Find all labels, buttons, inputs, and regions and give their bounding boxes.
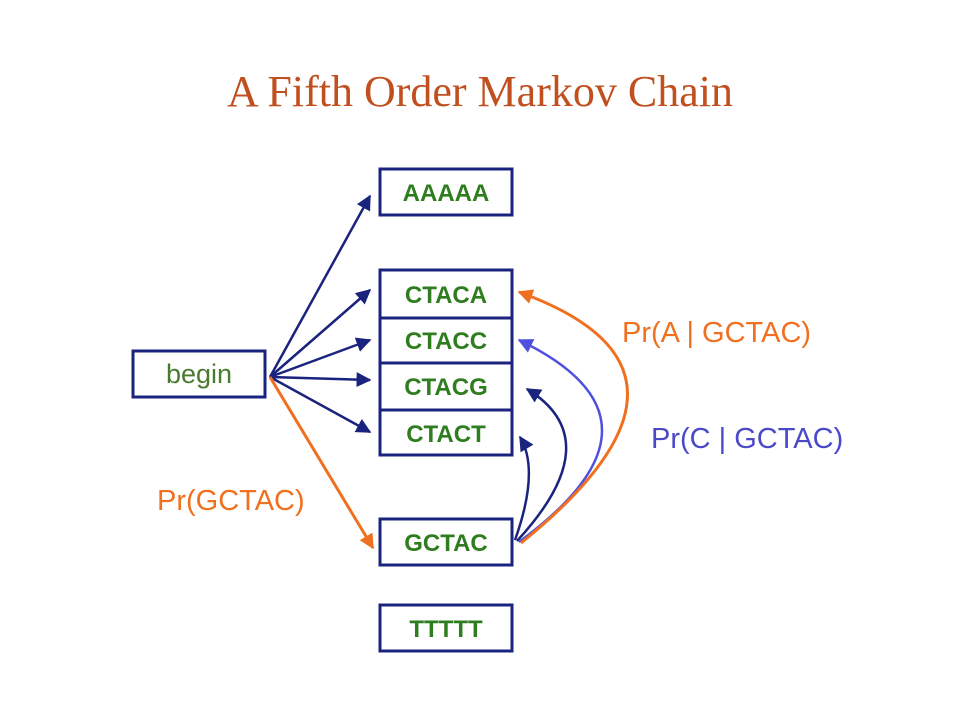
slide-title: A Fifth Order Markov Chain bbox=[227, 67, 733, 116]
arrow-begin-to-aaaaa bbox=[268, 194, 372, 378]
state-aaaaa-label: AAAAA bbox=[403, 180, 490, 207]
label-pr-c-given-gctac: Pr(C | GCTAC) bbox=[651, 423, 843, 455]
begin-arrows bbox=[268, 194, 372, 434]
arrow-gctac-to-ctaca bbox=[517, 289, 629, 545]
arrow-begin-to-ctacc bbox=[269, 337, 372, 379]
state-ttttt-label: TTTTT bbox=[409, 616, 483, 643]
arrow-begin-to-ctacg bbox=[269, 372, 372, 388]
state-ctacg-label: CTACG bbox=[404, 374, 488, 401]
arrow-begin-to-ctact bbox=[269, 375, 372, 434]
state-begin-label: begin bbox=[166, 359, 232, 389]
state-ctacc-label: CTACC bbox=[405, 328, 487, 355]
label-pr-gctac: Pr(GCTAC) bbox=[157, 485, 305, 517]
state-aaaaa: AAAAA bbox=[378, 167, 514, 217]
state-gctac: GCTAC bbox=[378, 517, 514, 567]
state-ctact-label: CTACT bbox=[406, 421, 486, 448]
state-ttttt: TTTTT bbox=[378, 603, 514, 653]
arrow-gctac-to-ctact bbox=[513, 435, 534, 541]
state-ctaca-label: CTACA bbox=[405, 282, 487, 309]
arrow-begin-to-gctac bbox=[268, 376, 375, 550]
arrow-begin-to-ctaca bbox=[269, 289, 372, 378]
arrow-gctac-to-ctacg bbox=[516, 387, 568, 542]
state-gctac-label: GCTAC bbox=[404, 530, 488, 557]
state-stack: CTACA CTACC CTACG CTACT bbox=[378, 268, 514, 457]
label-pr-a-given-gctac: Pr(A | GCTAC) bbox=[622, 317, 811, 349]
arrow-gctac-to-ctacc bbox=[517, 338, 604, 544]
state-begin: begin bbox=[131, 349, 267, 399]
